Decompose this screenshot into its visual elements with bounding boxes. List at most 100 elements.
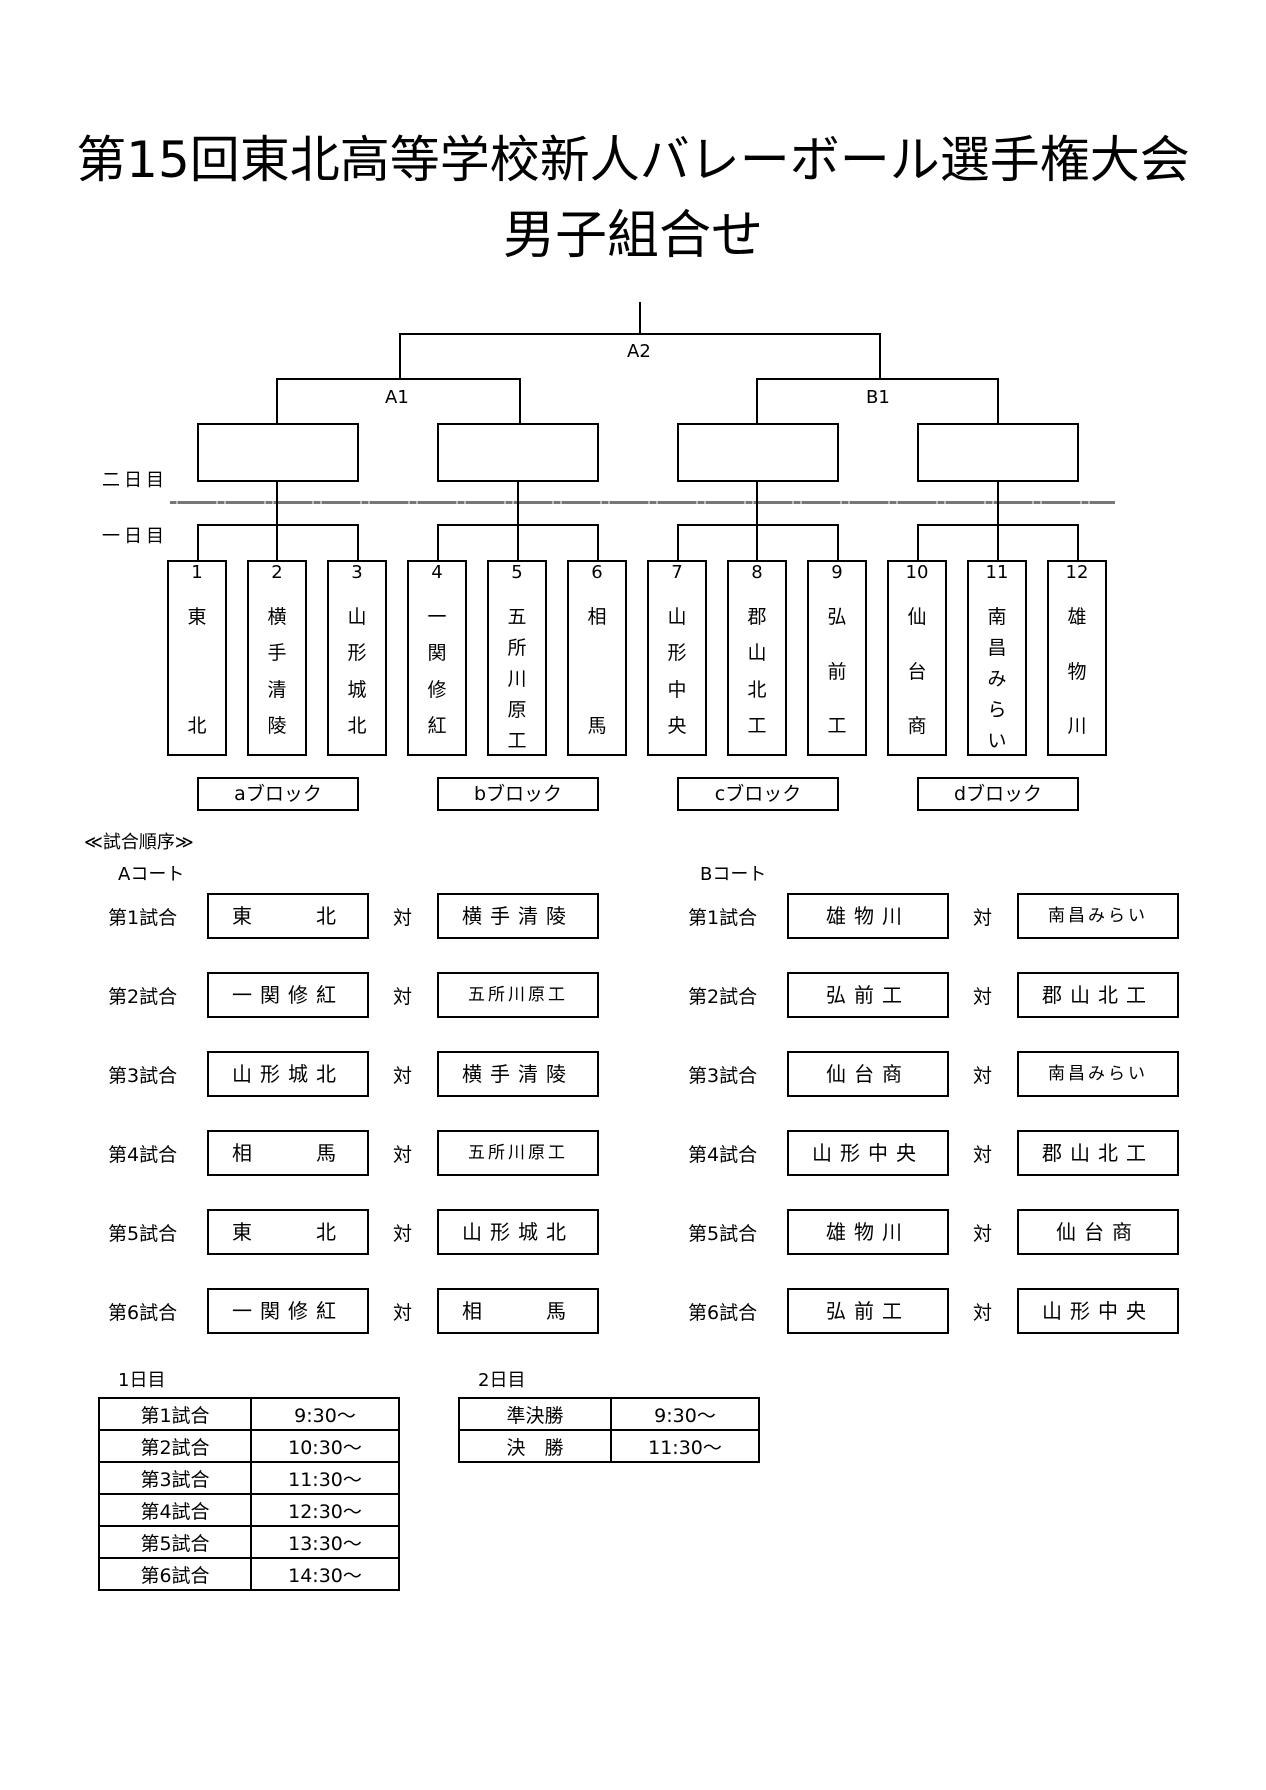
bracket-line (197, 524, 359, 526)
match-number-label: 第3試合 (108, 1065, 178, 1087)
away-team: 南昌みらい (1017, 893, 1179, 939)
schedule-time: 10:30～ (250, 1429, 400, 1463)
match-number-label: 第4試合 (688, 1144, 758, 1166)
vs-label: 対 (393, 986, 413, 1008)
team-seed-number: 12 (1065, 562, 1089, 583)
schedule-match: 第4試合 (98, 1493, 252, 1527)
match-number-label: 第3試合 (688, 1065, 758, 1087)
team-name-char: 仙 (907, 606, 927, 628)
home-team: 相 馬 (207, 1130, 369, 1176)
team-name-char: 商 (907, 715, 927, 737)
team-name-char: 横 (267, 606, 287, 628)
block-label-a: aブロック (197, 777, 359, 811)
team-name-char: 馬 (587, 715, 607, 737)
team-name: 山形城北 (329, 602, 385, 738)
team-name-char: 工 (507, 730, 527, 752)
team-seed-number: 7 (671, 562, 683, 583)
semifinal-box-d (917, 423, 1079, 482)
team-box: 12 雄物川 (1047, 560, 1107, 756)
team-name-char: 一 (427, 606, 447, 628)
bracket-line (519, 378, 521, 424)
bracket-line (639, 302, 641, 334)
away-team: 山形城北 (437, 1209, 599, 1255)
team-name-char: 南 (987, 606, 1007, 628)
schedule-match: 第2試合 (98, 1429, 252, 1463)
home-team: 山形中央 (787, 1130, 949, 1176)
bracket-line (437, 524, 599, 526)
team-name-char: 五 (507, 606, 527, 628)
bracket-line (357, 524, 359, 561)
team-name: 雄物川 (1049, 602, 1105, 738)
bracket-line (399, 333, 401, 379)
bracket-line (276, 481, 278, 561)
match-number-label: 第2試合 (108, 986, 178, 1008)
team-name: 相馬 (569, 602, 625, 738)
home-team: 雄物川 (787, 1209, 949, 1255)
team-name-char: 相 (587, 606, 607, 628)
team-name-char: 昌 (987, 637, 1007, 659)
team-name: 一関修紅 (409, 602, 465, 738)
team-seed-number: 1 (191, 562, 203, 583)
team-name-char: 城 (347, 678, 367, 701)
team-name-char: い (987, 730, 1007, 752)
team-name-char: 郡 (747, 606, 767, 628)
away-team: 郡山北工 (1017, 1130, 1179, 1176)
team-name: 山形中央 (649, 602, 705, 738)
vs-label: 対 (393, 1223, 413, 1245)
team-name-char: 形 (347, 642, 367, 665)
team-name-char: 紅 (427, 714, 447, 737)
team-name-char: 工 (747, 714, 767, 737)
team-box: 7 山形中央 (647, 560, 707, 756)
away-team: 山形中央 (1017, 1288, 1179, 1334)
team-name-char: 雄 (1067, 606, 1087, 628)
schedule-time: 11:30～ (610, 1429, 760, 1463)
bracket-line (997, 378, 999, 424)
bracket-line (756, 378, 758, 424)
match-number-label: 第5試合 (688, 1223, 758, 1245)
bracket-line (997, 481, 999, 561)
match-number-label: 第1試合 (108, 907, 178, 929)
team-name-char: 中 (667, 678, 687, 701)
team-name-char: 川 (507, 668, 527, 690)
bracket-line (879, 333, 881, 379)
team-seed-number: 11 (985, 562, 1009, 583)
vs-label: 対 (393, 907, 413, 929)
schedule-match: 第3試合 (98, 1461, 252, 1495)
day1-schedule-label: 1日目 (118, 1370, 166, 1391)
block-label-c: cブロック (677, 777, 839, 811)
bracket-line (276, 378, 521, 380)
schedule-match: 第1試合 (98, 1397, 252, 1431)
team-seed-number: 2 (271, 562, 283, 583)
away-team: 仙台商 (1017, 1209, 1179, 1255)
semifinal-box-a (197, 423, 359, 482)
home-team: 仙台商 (787, 1051, 949, 1097)
match-number-label: 第1試合 (688, 907, 758, 929)
bracket-line (917, 524, 1079, 526)
schedule-time: 14:30～ (250, 1557, 400, 1591)
match-number-label: 第6試合 (108, 1302, 178, 1324)
schedule-match: 第5試合 (98, 1525, 252, 1559)
team-name: 弘前工 (809, 602, 865, 738)
bracket-line (437, 524, 439, 561)
bracket-line (197, 524, 199, 561)
home-team: 山形城北 (207, 1051, 369, 1097)
schedule-time: 12:30～ (250, 1493, 400, 1527)
day-divider (170, 501, 1115, 504)
team-name-char: 北 (187, 715, 207, 737)
team-seed-number: 6 (591, 562, 603, 583)
page-subtitle: 男子組合せ (502, 206, 763, 266)
order-heading: ≪試合順序≫ (84, 832, 194, 853)
team-name-char: ら (987, 699, 1007, 721)
bracket-line (677, 524, 679, 561)
team-name-char: 弘 (827, 606, 847, 628)
